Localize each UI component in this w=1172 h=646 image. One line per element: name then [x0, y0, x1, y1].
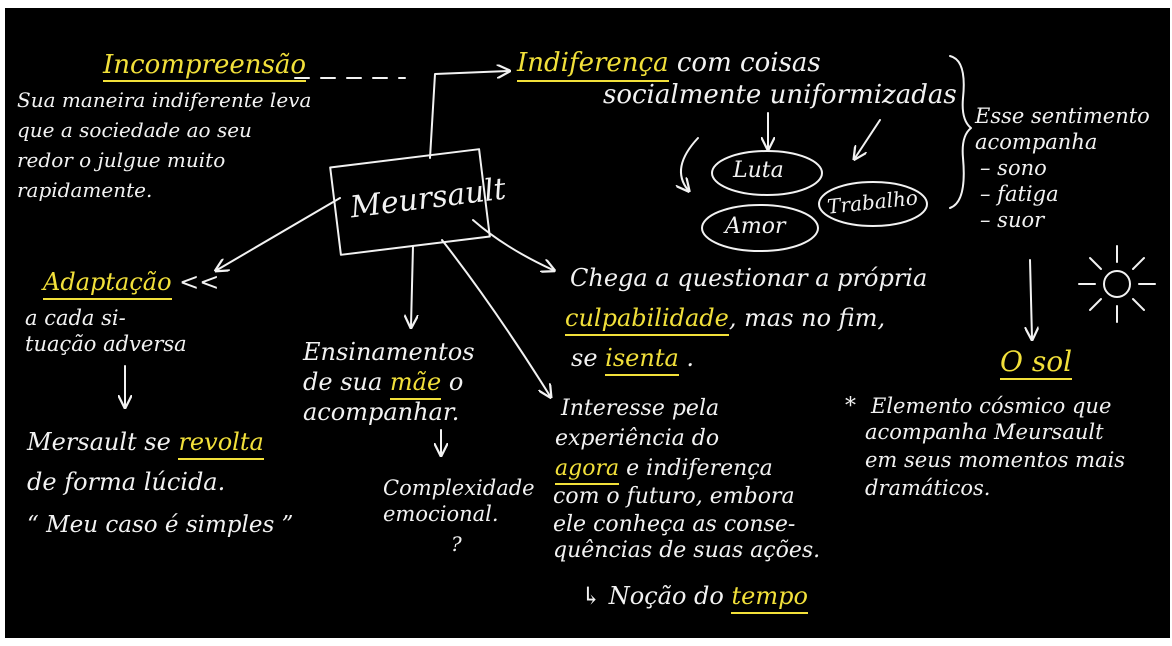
incompreensao-title: Incompreensão [103, 50, 306, 82]
nocao-text: Noção do [608, 582, 724, 610]
culpabilidade-line2: culpabilidade, mas no fim, [565, 304, 886, 336]
incompreensao-line: que a sociedade ao seu [17, 118, 252, 142]
interesse-post3: e indiferença [626, 456, 773, 481]
complexidade-line: emocional. [383, 502, 499, 526]
arrow-to-interesse [441, 239, 550, 396]
arrow-to-mae [411, 245, 413, 326]
adaptacao-line: a cada si- [25, 306, 126, 330]
culpabilidade-line3: se isenta . [571, 344, 695, 376]
indiferenca-heading: Indiferença com coisas [517, 48, 821, 82]
sentimento-item: – fatiga [980, 182, 1059, 206]
oval-luta-label: Luta [733, 158, 784, 183]
sol-title: O sol [1000, 345, 1073, 380]
adaptacao-marks: << [179, 268, 220, 296]
sentimento-item: – suor [980, 208, 1045, 232]
blackboard: Meursault Incompreensão Sua maneira indi… [5, 8, 1170, 638]
revolta-pre: Mersault se [27, 428, 171, 456]
revolta-quote: “ Meu caso é simples ” [27, 512, 294, 538]
sentimento-line: acompanha [975, 130, 1098, 154]
arrow-to-trabalho [855, 119, 881, 158]
incompreensao-line: rapidamente. [17, 178, 153, 202]
indiferenca-rest: com coisas [676, 48, 821, 78]
mae-post: o [448, 368, 464, 396]
sun-icon [1078, 245, 1156, 323]
revolta-word: revolta [178, 428, 264, 460]
sol-star: * [845, 394, 856, 419]
culpabilidade-pre3: se [571, 344, 598, 372]
revolta-line2: de forma lúcida. [27, 468, 226, 496]
arrow-to-culpabilidade [472, 219, 553, 270]
agora-word: agora [555, 456, 620, 485]
sol-line: em seus momentos mais [865, 448, 1126, 472]
indiferenca-title: Indiferença [517, 48, 669, 82]
brace [949, 55, 972, 209]
arrow-to-indiferenca [429, 71, 508, 159]
interesse-line1: Interesse pela [561, 396, 720, 421]
interesse-line4: com o futuro, embora [553, 484, 795, 509]
mae-word: mãe [389, 368, 442, 400]
oval-luta [711, 150, 823, 196]
center-box [329, 148, 491, 256]
revolta-line1: Mersault se revolta [27, 428, 264, 460]
culpabilidade-line1: Chega a questionar a própria [570, 264, 928, 292]
adaptacao-title: Adaptação [43, 268, 172, 300]
connector-lines [5, 55, 1156, 638]
nocao-arrow: ↳ [581, 582, 602, 610]
arrow-to-sol [1030, 259, 1032, 338]
sentimento-line: Esse sentimento [975, 104, 1150, 128]
complexidade-mark: ? [451, 532, 462, 556]
sol-line: dramáticos. [865, 476, 991, 500]
tempo-word: tempo [731, 582, 808, 614]
mae-line3: acompanhar. [303, 398, 460, 426]
indiferenca-line2: socialmente uniformizadas [603, 80, 957, 110]
oval-amor-label: Amor [725, 214, 786, 239]
interesse-line2: experiência do [555, 426, 720, 451]
culpabilidade-word: culpabilidade [565, 304, 729, 336]
arrow-curve-left [681, 137, 699, 190]
culpabilidade-post: , mas no fim, [728, 304, 886, 332]
sol-line: Elemento cósmico que [871, 394, 1112, 418]
adaptacao-line: tuação adversa [25, 332, 187, 356]
culpabilidade-post3: . [686, 344, 695, 372]
incompreensao-line: redor o julgue muito [17, 148, 226, 172]
adaptacao-heading: Adaptação << [43, 268, 220, 300]
oval-trabalho [818, 181, 928, 227]
interesse-line6: quências de suas ações. [553, 538, 821, 563]
mae-line1: Ensinamentos [303, 338, 475, 366]
complexidade-line: Complexidade [383, 476, 535, 500]
interesse-line3: agora e indiferença [555, 456, 773, 485]
isenta-word: isenta [605, 344, 679, 376]
mae-line2: de sua mãe o [303, 368, 464, 400]
nocao-line: ↳ Noção do tempo [581, 582, 808, 614]
sentimento-item: – sono [980, 156, 1047, 180]
oval-amor [701, 204, 819, 252]
arrow-to-adaptacao [217, 197, 341, 270]
sol-line: acompanha Meursault [865, 420, 1104, 444]
interesse-line5: ele conheça as conse- [553, 512, 796, 537]
mae-pre: de sua [303, 368, 383, 396]
incompreensao-line: Sua maneira indiferente leva [17, 88, 312, 112]
